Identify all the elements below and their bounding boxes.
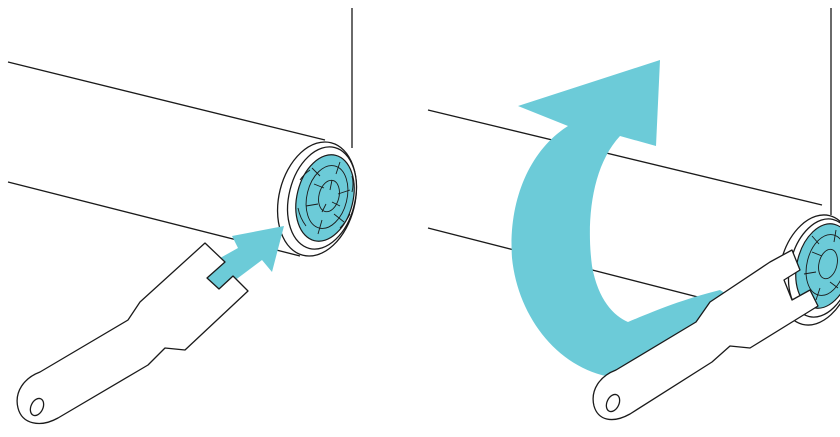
wrench-icon [592,249,819,421]
panel-rotate-wrench [420,0,840,437]
wrench-hole [605,393,621,413]
roller-tube [7,61,326,257]
gear-icon [295,154,355,242]
panel-insert-wrench [7,8,358,425]
rotate-step-illustration [427,8,840,421]
rotate-arrow-icon [511,60,740,378]
insert-step-illustration [7,8,358,425]
wrench-hole [29,397,45,417]
wrench-icon [16,242,249,425]
